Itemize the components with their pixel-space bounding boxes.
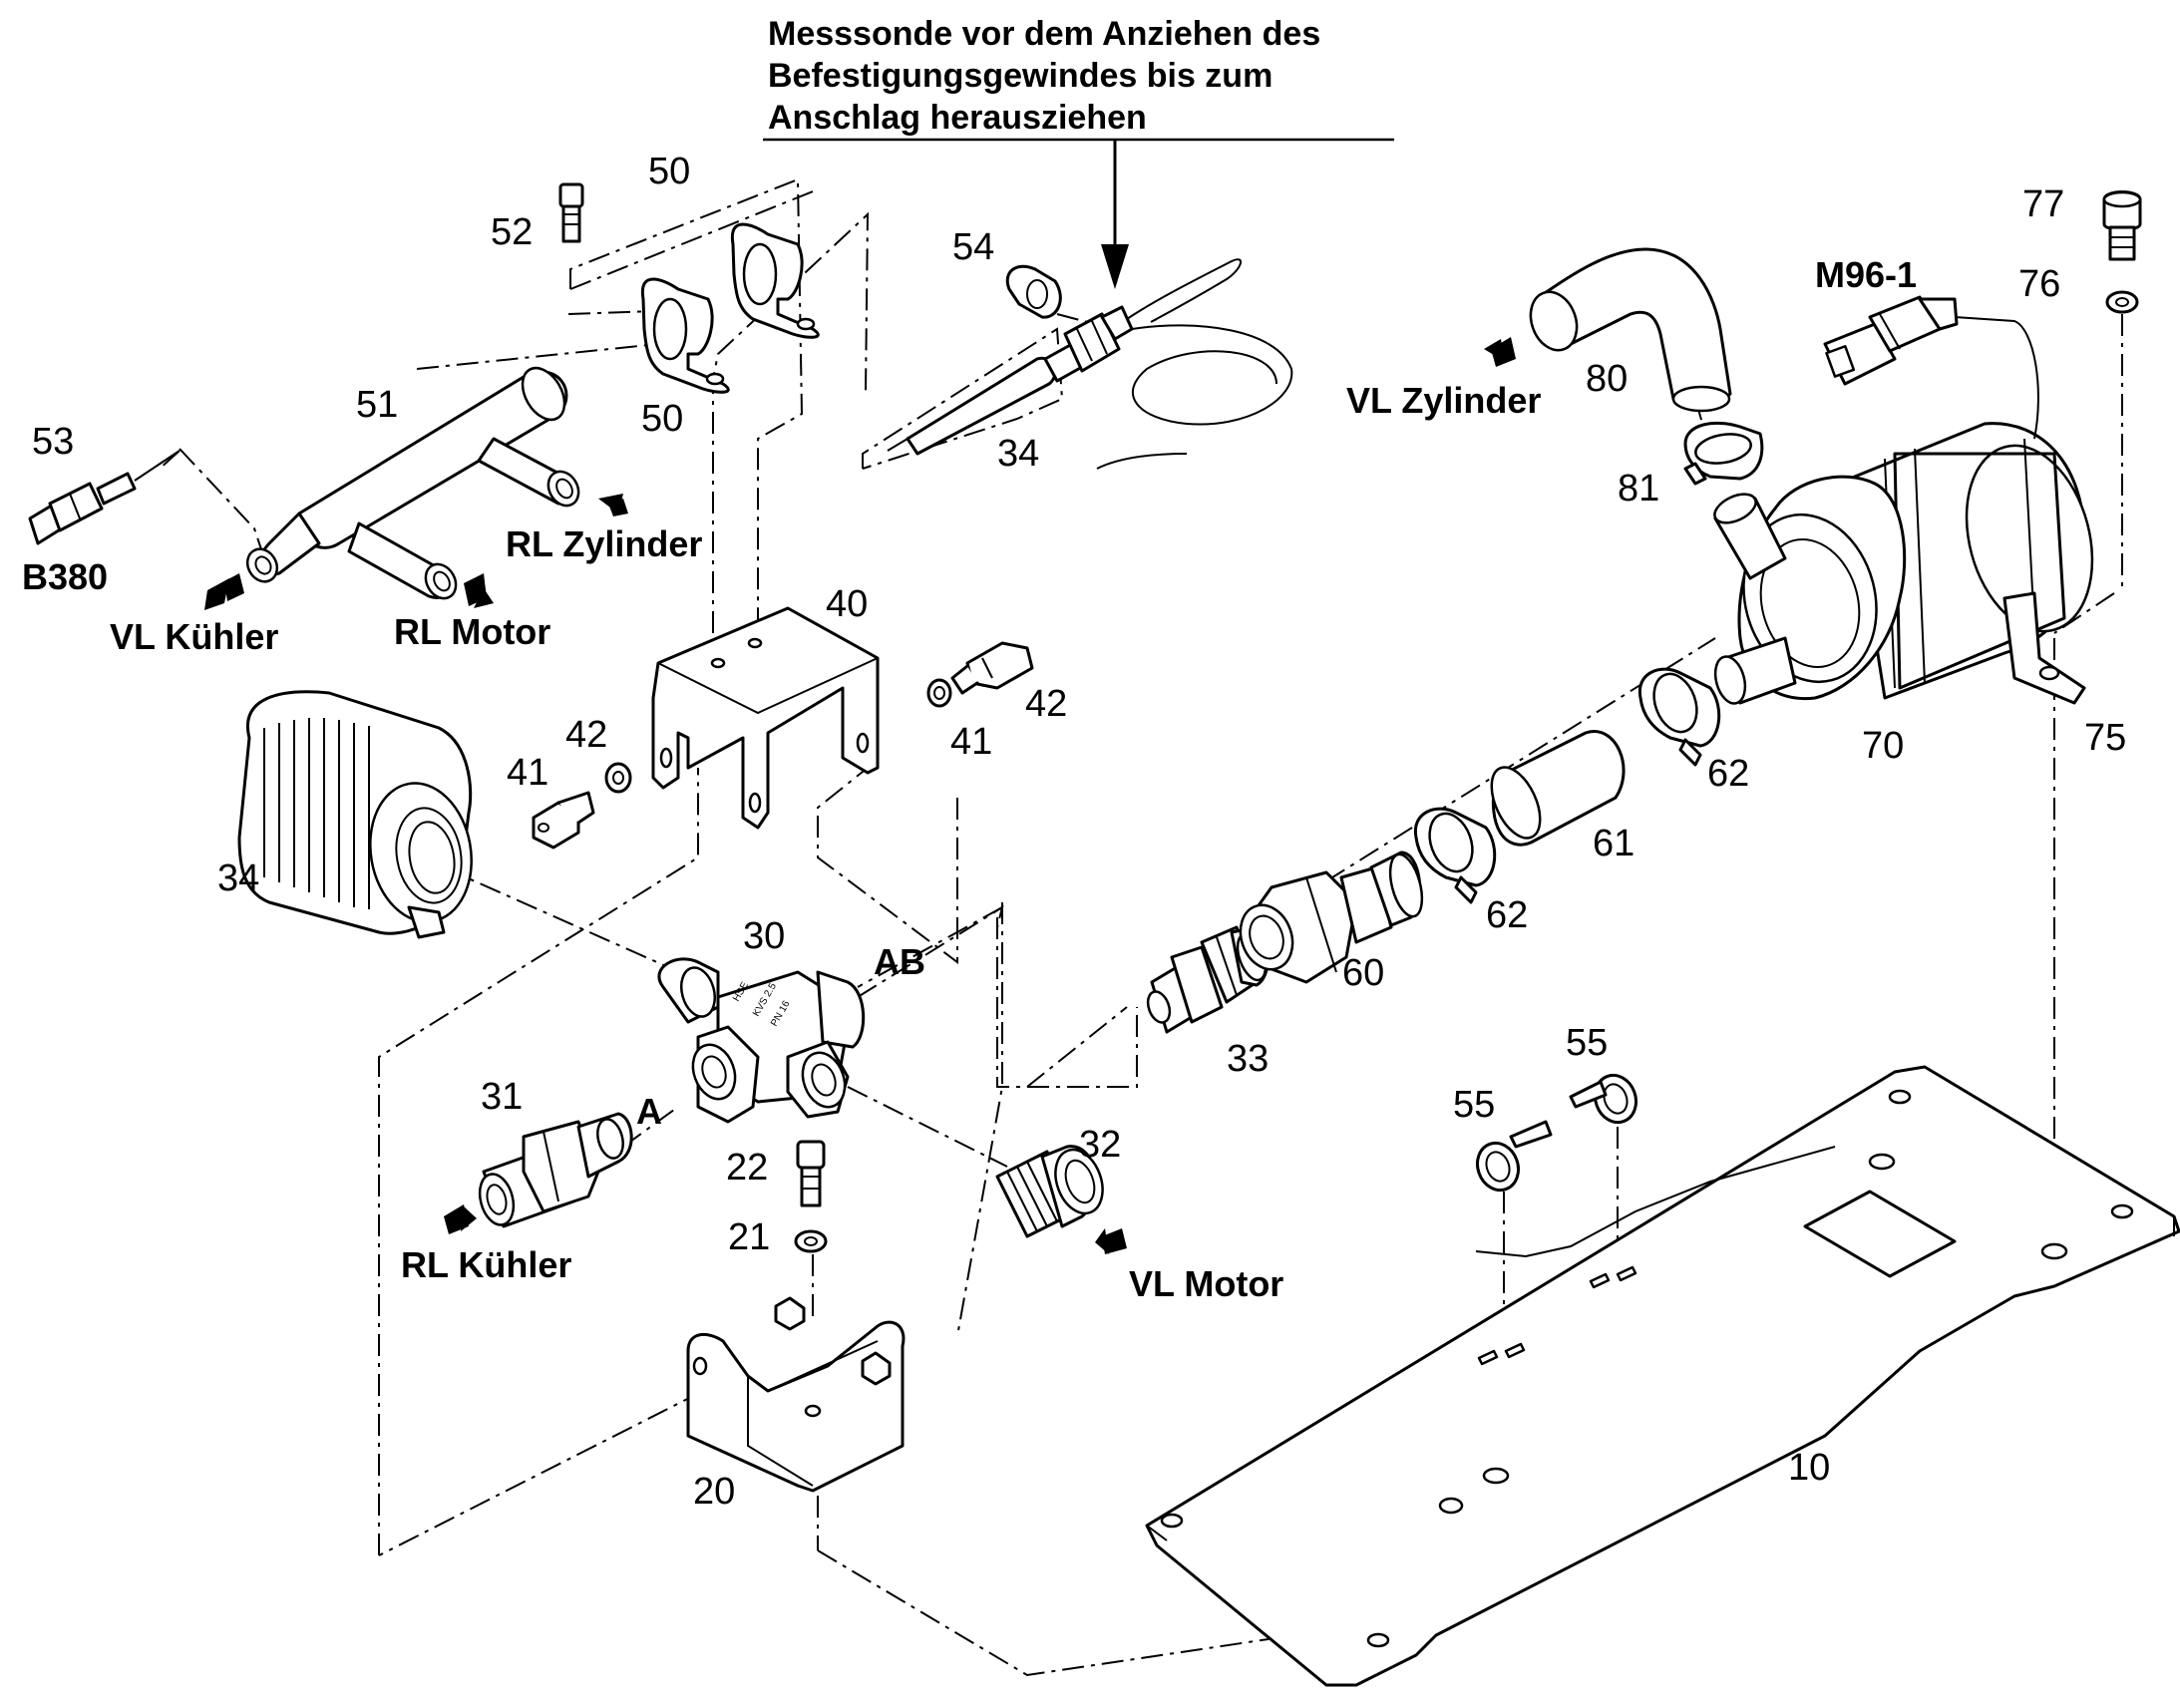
label-80: 80 xyxy=(1586,358,1628,400)
part-labels: 10 20 21 22 30 31 32 33 34 34 40 41 41 4… xyxy=(32,151,2126,1513)
elbow-hose-80 xyxy=(1529,247,1732,413)
installation-note: Messsonde vor dem Anziehen des Befestigu… xyxy=(763,15,1394,289)
screw-42-right xyxy=(950,641,1034,695)
temperature-sensor-53 xyxy=(28,450,181,545)
designator-m96-1: M96-1 xyxy=(1815,254,1917,295)
cable-clip-55-left xyxy=(1475,1120,1553,1193)
label-42-left: 42 xyxy=(565,714,607,756)
port-label-ab: AB xyxy=(874,941,925,982)
valve-bracket-20 xyxy=(686,1296,906,1493)
hose-clamp-62-upper xyxy=(1637,667,1721,767)
flow-label-rl-zylinder: RL Zylinder xyxy=(506,523,702,564)
fitting-nut-60 xyxy=(1239,851,1424,984)
washer-21 xyxy=(794,1229,828,1253)
washer-76 xyxy=(2105,290,2139,314)
flow-label-rl-kuehler: RL Kühler xyxy=(401,1244,571,1285)
label-62-upper: 62 xyxy=(1707,753,1749,795)
flow-labels: B380 M96-1 AB A VL Kühler RL Motor RL Zy… xyxy=(22,254,1917,1304)
label-10: 10 xyxy=(1788,1447,1830,1489)
washer-41-right xyxy=(926,678,952,708)
label-34-actuator: 34 xyxy=(217,857,259,899)
label-34-probe: 34 xyxy=(997,433,1039,475)
designator-b380: B380 xyxy=(22,556,108,597)
label-50-bottom: 50 xyxy=(641,398,683,440)
label-75: 75 xyxy=(2084,717,2126,759)
label-81: 81 xyxy=(1618,468,1659,510)
flow-arrow-vl-kuehler xyxy=(204,578,229,610)
label-77: 77 xyxy=(2022,183,2064,225)
hose-clamp-62-lower xyxy=(1413,807,1497,904)
label-41-right: 41 xyxy=(950,721,992,763)
label-40: 40 xyxy=(826,583,868,625)
screw-42-left xyxy=(532,791,595,850)
label-61: 61 xyxy=(1593,823,1635,864)
label-55-left: 55 xyxy=(1453,1084,1495,1126)
mounting-bracket-40 xyxy=(651,606,880,830)
valve-actuator-34 xyxy=(237,690,473,939)
flow-arrow-vl-motor xyxy=(1102,1228,1127,1254)
label-55-right: 55 xyxy=(1566,1022,1608,1064)
hose-61 xyxy=(1490,730,1626,847)
note-line-3: Anschlag herausziehen xyxy=(768,99,1147,137)
label-31: 31 xyxy=(481,1076,523,1118)
label-41-left: 41 xyxy=(507,752,548,794)
label-33: 33 xyxy=(1227,1038,1269,1080)
hose-clamp-81 xyxy=(1683,421,1764,486)
screw-77 xyxy=(2102,190,2142,261)
label-22: 22 xyxy=(726,1147,768,1189)
label-62-lower: 62 xyxy=(1486,894,1528,936)
base-plate-10 xyxy=(1145,1065,2180,1687)
label-60: 60 xyxy=(1342,952,1384,994)
immersion-probe-34 xyxy=(887,258,1293,470)
label-20: 20 xyxy=(693,1471,735,1513)
spring-clip-54 xyxy=(1005,264,1062,319)
label-54: 54 xyxy=(952,226,994,268)
label-42-right: 42 xyxy=(1025,683,1067,725)
flow-arrows xyxy=(204,337,1516,1254)
flow-label-vl-zylinder: VL Zylinder xyxy=(1346,380,1541,421)
pipe-clamp-50a xyxy=(640,277,730,394)
washer-41-left xyxy=(604,762,632,794)
label-30: 30 xyxy=(743,915,785,957)
flow-label-vl-kuehler: VL Kühler xyxy=(110,616,278,657)
cable-clip-55-right xyxy=(1569,1073,1638,1125)
coolant-pump-70 xyxy=(1713,316,2094,705)
port-label-a: A xyxy=(636,1091,662,1132)
hose-fitting-31 xyxy=(478,1112,633,1228)
connector-m96-1 xyxy=(1823,295,1959,386)
hose-fitting-32 xyxy=(995,1145,1104,1238)
label-51: 51 xyxy=(356,384,398,426)
pipe-clamp-50b xyxy=(730,222,820,339)
note-line-1: Messsonde vor dem Anziehen des xyxy=(768,15,1320,53)
screw-22 xyxy=(796,1140,826,1207)
screw-52 xyxy=(558,182,584,243)
label-21: 21 xyxy=(728,1216,770,1258)
label-50-top: 50 xyxy=(648,151,690,192)
flow-label-vl-motor: VL Motor xyxy=(1129,1263,1283,1304)
label-32: 32 xyxy=(1079,1124,1121,1166)
three-way-valve-30: HSE KVS 2.5 PN 16 xyxy=(657,957,866,1124)
label-53: 53 xyxy=(32,421,74,463)
t-pipe-51 xyxy=(245,366,580,600)
label-70: 70 xyxy=(1862,725,1904,767)
flow-label-rl-motor: RL Motor xyxy=(394,611,550,652)
note-line-2: Befestigungsgewindes bis zum xyxy=(768,57,1272,95)
label-76: 76 xyxy=(2018,263,2060,305)
label-52: 52 xyxy=(491,211,533,253)
flow-arrow-vl-zylinder xyxy=(1491,337,1516,367)
